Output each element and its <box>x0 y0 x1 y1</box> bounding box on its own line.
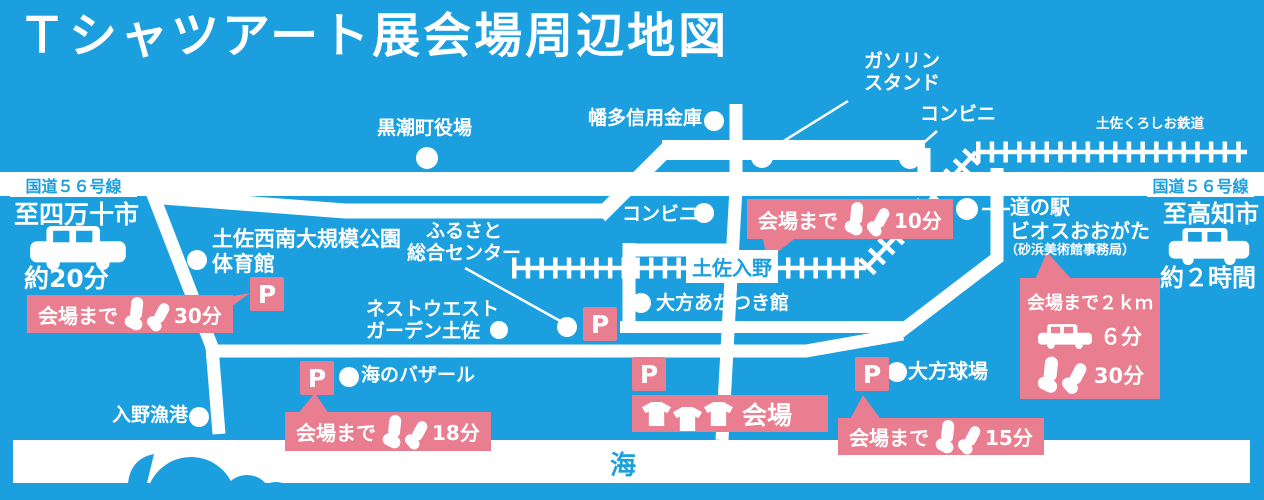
bios-walk-row: 30分 <box>1020 355 1160 397</box>
dune-large <box>146 457 236 500</box>
fishing-port-label: 入野漁港 <box>112 404 189 426</box>
bazaar-label: 海のバザール <box>361 364 476 386</box>
nest-west-dot <box>490 321 508 339</box>
walk-badge-gym: 会場まで 30分 <box>27 295 233 334</box>
michinoeki-dot <box>956 198 978 220</box>
road-top-loop-diagonal <box>594 140 676 222</box>
tshirt-icon <box>642 401 671 426</box>
bios-distance: 会場まで２ｋｍ <box>1027 293 1153 314</box>
parking-icon-venue: P <box>632 357 666 391</box>
bios-car-row: ６分 <box>1020 321 1160 351</box>
convenience-top-label: コンビニ <box>920 103 997 125</box>
bazaar-dot <box>339 367 359 387</box>
badge-prefix: 会場まで <box>296 421 376 445</box>
parking-icon-furusato: P <box>583 307 617 341</box>
badge-time: 10分 <box>894 208 942 233</box>
walk-icon <box>122 296 172 334</box>
badge-prefix: 会場まで <box>758 208 838 233</box>
tshirt-icon <box>704 401 733 426</box>
gas-station-label: ガソリン スタンド <box>863 50 940 95</box>
port-dot <box>189 407 209 427</box>
badge-time: 15分 <box>985 426 1033 450</box>
badge-prefix: 会場まで <box>849 426 929 450</box>
car-icon <box>1168 228 1250 265</box>
convenience-mid-dot <box>694 203 714 223</box>
venue-box: 会場 <box>632 395 828 432</box>
badge-time: 18分 <box>432 421 480 445</box>
parking-icon-gym: P <box>250 277 284 311</box>
furusato-dot <box>557 317 577 337</box>
bios-box-tail <box>1034 252 1074 282</box>
walk-icon <box>842 201 892 239</box>
parking-icon-bazaar: P <box>300 361 334 395</box>
stadium-label: 大方球場 <box>908 359 988 383</box>
badge-prefix: 会場まで <box>38 303 118 328</box>
tshirt-icon <box>673 406 702 431</box>
stadium-dot <box>887 362 907 382</box>
badge-stadium-tail <box>847 395 885 425</box>
west-destination: 至四万十市 <box>14 200 140 229</box>
gas-station-dot <box>751 146 773 168</box>
venue-label: 会場 <box>742 400 793 430</box>
road-right-loop <box>896 168 1004 338</box>
dune-fin <box>128 454 154 483</box>
convenience-top-dot <box>899 147 921 169</box>
bios-walk-time: 30分 <box>1093 364 1145 388</box>
dune-small <box>255 482 297 500</box>
bios-access-box: 会場まで２ｋｍ ６分 30分 <box>1020 278 1160 399</box>
walk-badge-stadium: 会場まで 15分 <box>838 418 1044 457</box>
railway-label: 土佐くろしお鉄道 <box>1096 116 1204 132</box>
east-destination: 至高知市 <box>1163 200 1259 228</box>
car-icon <box>1038 323 1092 349</box>
parking-icon-stadium: P <box>855 357 889 391</box>
walk-badge-station: 会場まで 10分 <box>747 199 953 239</box>
route56-sign-left: 国道５６号線 <box>10 172 137 197</box>
furusato-pointer-line <box>464 266 563 324</box>
road-frontage <box>149 188 602 219</box>
furusato-label: ふるさと 総合センター <box>406 220 521 265</box>
town-hall-label: 黒潮町役場 <box>377 117 473 139</box>
town-hall-dot <box>416 147 438 169</box>
gym-label: 土佐西南大規模公園 体育館 <box>212 227 401 276</box>
gym-dot <box>187 250 207 270</box>
road-coastal <box>206 327 905 358</box>
bank-label: 幡多信用金庫 <box>588 107 703 129</box>
walk-icon <box>933 418 983 457</box>
walk-icon <box>380 413 430 452</box>
east-time: 約２時間 <box>1160 264 1256 292</box>
bank-dot <box>704 111 724 131</box>
nest-west-label: ネストウエスト ガーデン土佐 <box>366 298 500 343</box>
michinoeki-office-label: （砂浜美術館事務局） <box>1005 243 1136 258</box>
station-sign: 土佐入野 <box>686 250 778 283</box>
gas-station-pointer-line <box>765 99 849 154</box>
walk-badge-bazaar: 会場まで 18分 <box>285 412 491 452</box>
michinoeki-label: 道の駅 ビオスおおがた <box>1010 195 1150 243</box>
akatsuki-dot <box>631 293 651 313</box>
walk-icon <box>1035 355 1089 397</box>
convenience-mid-label: コンビニ <box>622 203 699 225</box>
route56-sign-right: 国道５６号線 <box>1147 172 1254 197</box>
road-port <box>145 189 226 435</box>
akatsuki-label: 大方あかつき館 <box>656 292 790 314</box>
badge-bazaar-tail <box>295 393 331 417</box>
page-title: Ｔシャツアート展会場周辺地図 <box>18 8 730 64</box>
badge-time: 30分 <box>174 303 222 328</box>
bios-car-time: ６分 <box>1100 325 1142 349</box>
car-icon <box>28 226 128 270</box>
sea-label: 海 <box>610 451 637 481</box>
west-time: 約20分 <box>24 264 109 293</box>
